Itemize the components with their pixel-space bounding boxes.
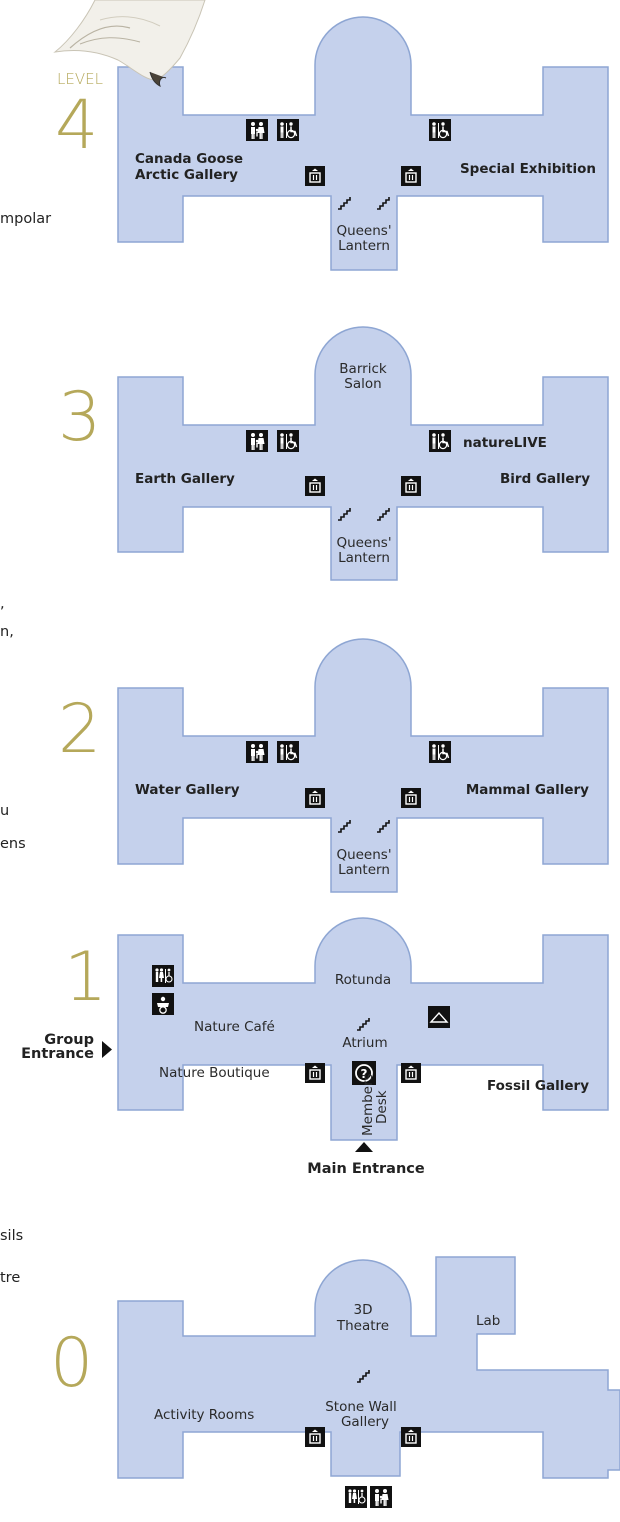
room-queens-lantern: Queens': [336, 847, 391, 863]
accessible-restroom-icon: [428, 740, 452, 764]
elevator-icon: [400, 475, 422, 497]
info-icon: ?: [352, 1061, 376, 1085]
level-number: 3: [58, 378, 101, 457]
family-restroom-icon: [246, 741, 268, 763]
room-fossil-gallery: Fossil Gallery: [487, 1078, 589, 1094]
room-arctic-gallery: Arctic Gallery: [135, 167, 238, 183]
elevator-icon: [304, 1426, 326, 1448]
group-entrance-label: Group: [44, 1032, 94, 1048]
room-earth-gallery: Earth Gallery: [135, 471, 235, 487]
edge-text: n,: [0, 624, 14, 640]
floor-4-shape: [117, 16, 609, 271]
edge-text: tre: [0, 1270, 20, 1286]
room-nature-boutique: Nature Boutique: [159, 1065, 270, 1081]
room-barrick-salon: Barrick: [339, 361, 387, 377]
elevator-icon: [304, 787, 326, 809]
main-entrance-label: Main Entrance: [307, 1161, 425, 1177]
accessible-restroom-icon: [276, 429, 300, 453]
accessible-restroom-icon: [344, 1485, 368, 1509]
level-number: 4: [55, 86, 98, 165]
room-barrick-salon-2: Salon: [344, 376, 381, 392]
owl-image: [53, 0, 206, 87]
accessible-restroom-icon: [151, 964, 175, 988]
room-lab: Lab: [476, 1313, 500, 1329]
room-rotunda: Rotunda: [335, 972, 391, 988]
room-queens-lantern-2: Lantern: [338, 550, 390, 566]
room-stone-wall-gallery: Stone Wall: [325, 1399, 397, 1415]
level-4: LEVEL 4 Canada Goose Arctic Gallery Spec…: [0, 16, 609, 271]
room-atrium: Atrium: [342, 1035, 387, 1051]
room-nature-cafe: Nature Café: [194, 1019, 275, 1035]
edge-text: sils: [0, 1228, 23, 1244]
family-restroom-icon: [370, 1486, 392, 1508]
elevator-icon: [400, 1426, 422, 1448]
level-1: 1 Rotunda Nature Café Atrium Nature Bout…: [21, 917, 609, 1177]
floor-1-shape: [117, 917, 609, 1141]
floor-2-shape: [117, 638, 609, 893]
room-activity-rooms: Activity Rooms: [154, 1407, 254, 1423]
elevator-icon: [400, 1062, 422, 1084]
room-canada-goose: Canada Goose: [135, 151, 243, 167]
room-bird-gallery: Bird Gallery: [500, 471, 590, 487]
room-members-desk: Members: [360, 1073, 376, 1136]
accessible-restroom-icon: [428, 429, 452, 453]
level-label: LEVEL: [57, 70, 103, 88]
edge-text: mpolar: [0, 211, 51, 227]
level-3: 3 Barrick Salon natureLIVE Earth Gallery…: [0, 326, 609, 640]
room-water-gallery: Water Gallery: [135, 782, 240, 798]
accessible-restroom-icon: [276, 118, 300, 142]
level-number: 2: [58, 690, 101, 769]
level-2: 2 Water Gallery Mammal Gallery Queens' L…: [0, 638, 609, 893]
level-number: 1: [64, 938, 107, 1017]
baby-change-icon: [152, 993, 174, 1015]
coat-check-icon: [428, 1006, 450, 1028]
room-naturelive: natureLIVE: [463, 435, 547, 451]
floor-3-shape: [117, 326, 609, 581]
main-entrance-arrow-icon: [355, 1142, 373, 1152]
elevator-icon: [304, 1062, 326, 1084]
room-stone-wall-gallery-2: Gallery: [341, 1414, 389, 1430]
family-restroom-icon: [246, 430, 268, 452]
room-queens-lantern-2: Lantern: [338, 862, 390, 878]
accessible-restroom-icon: [428, 118, 452, 142]
room-queens-lantern: Queens': [336, 223, 391, 239]
room-mammal-gallery: Mammal Gallery: [466, 782, 589, 798]
edge-text: u: [0, 803, 9, 819]
floor-0-shape: [117, 1256, 620, 1479]
elevator-icon: [304, 475, 326, 497]
group-entrance-arrow-icon: [102, 1041, 112, 1058]
elevator-icon: [304, 165, 326, 187]
family-restroom-icon: [246, 119, 268, 141]
elevator-icon: [400, 165, 422, 187]
level-0: 0 3D Theatre Lab Stone Wall Gallery Acti…: [0, 1228, 620, 1509]
room-members-desk-2: Desk: [374, 1090, 390, 1124]
accessible-restroom-icon: [276, 740, 300, 764]
level-number: 0: [50, 1324, 93, 1403]
room-3d-theatre: 3D: [354, 1302, 373, 1318]
room-special-exhibition: Special Exhibition: [460, 161, 596, 177]
edge-text: ,: [0, 596, 5, 612]
elevator-icon: [400, 787, 422, 809]
room-queens-lantern: Queens': [336, 535, 391, 551]
room-queens-lantern-2: Lantern: [338, 238, 390, 254]
group-entrance-label-2: Entrance: [21, 1046, 94, 1062]
room-3d-theatre-2: Theatre: [336, 1318, 389, 1334]
edge-text: ens: [0, 836, 26, 852]
svg-text:?: ?: [361, 1067, 368, 1081]
